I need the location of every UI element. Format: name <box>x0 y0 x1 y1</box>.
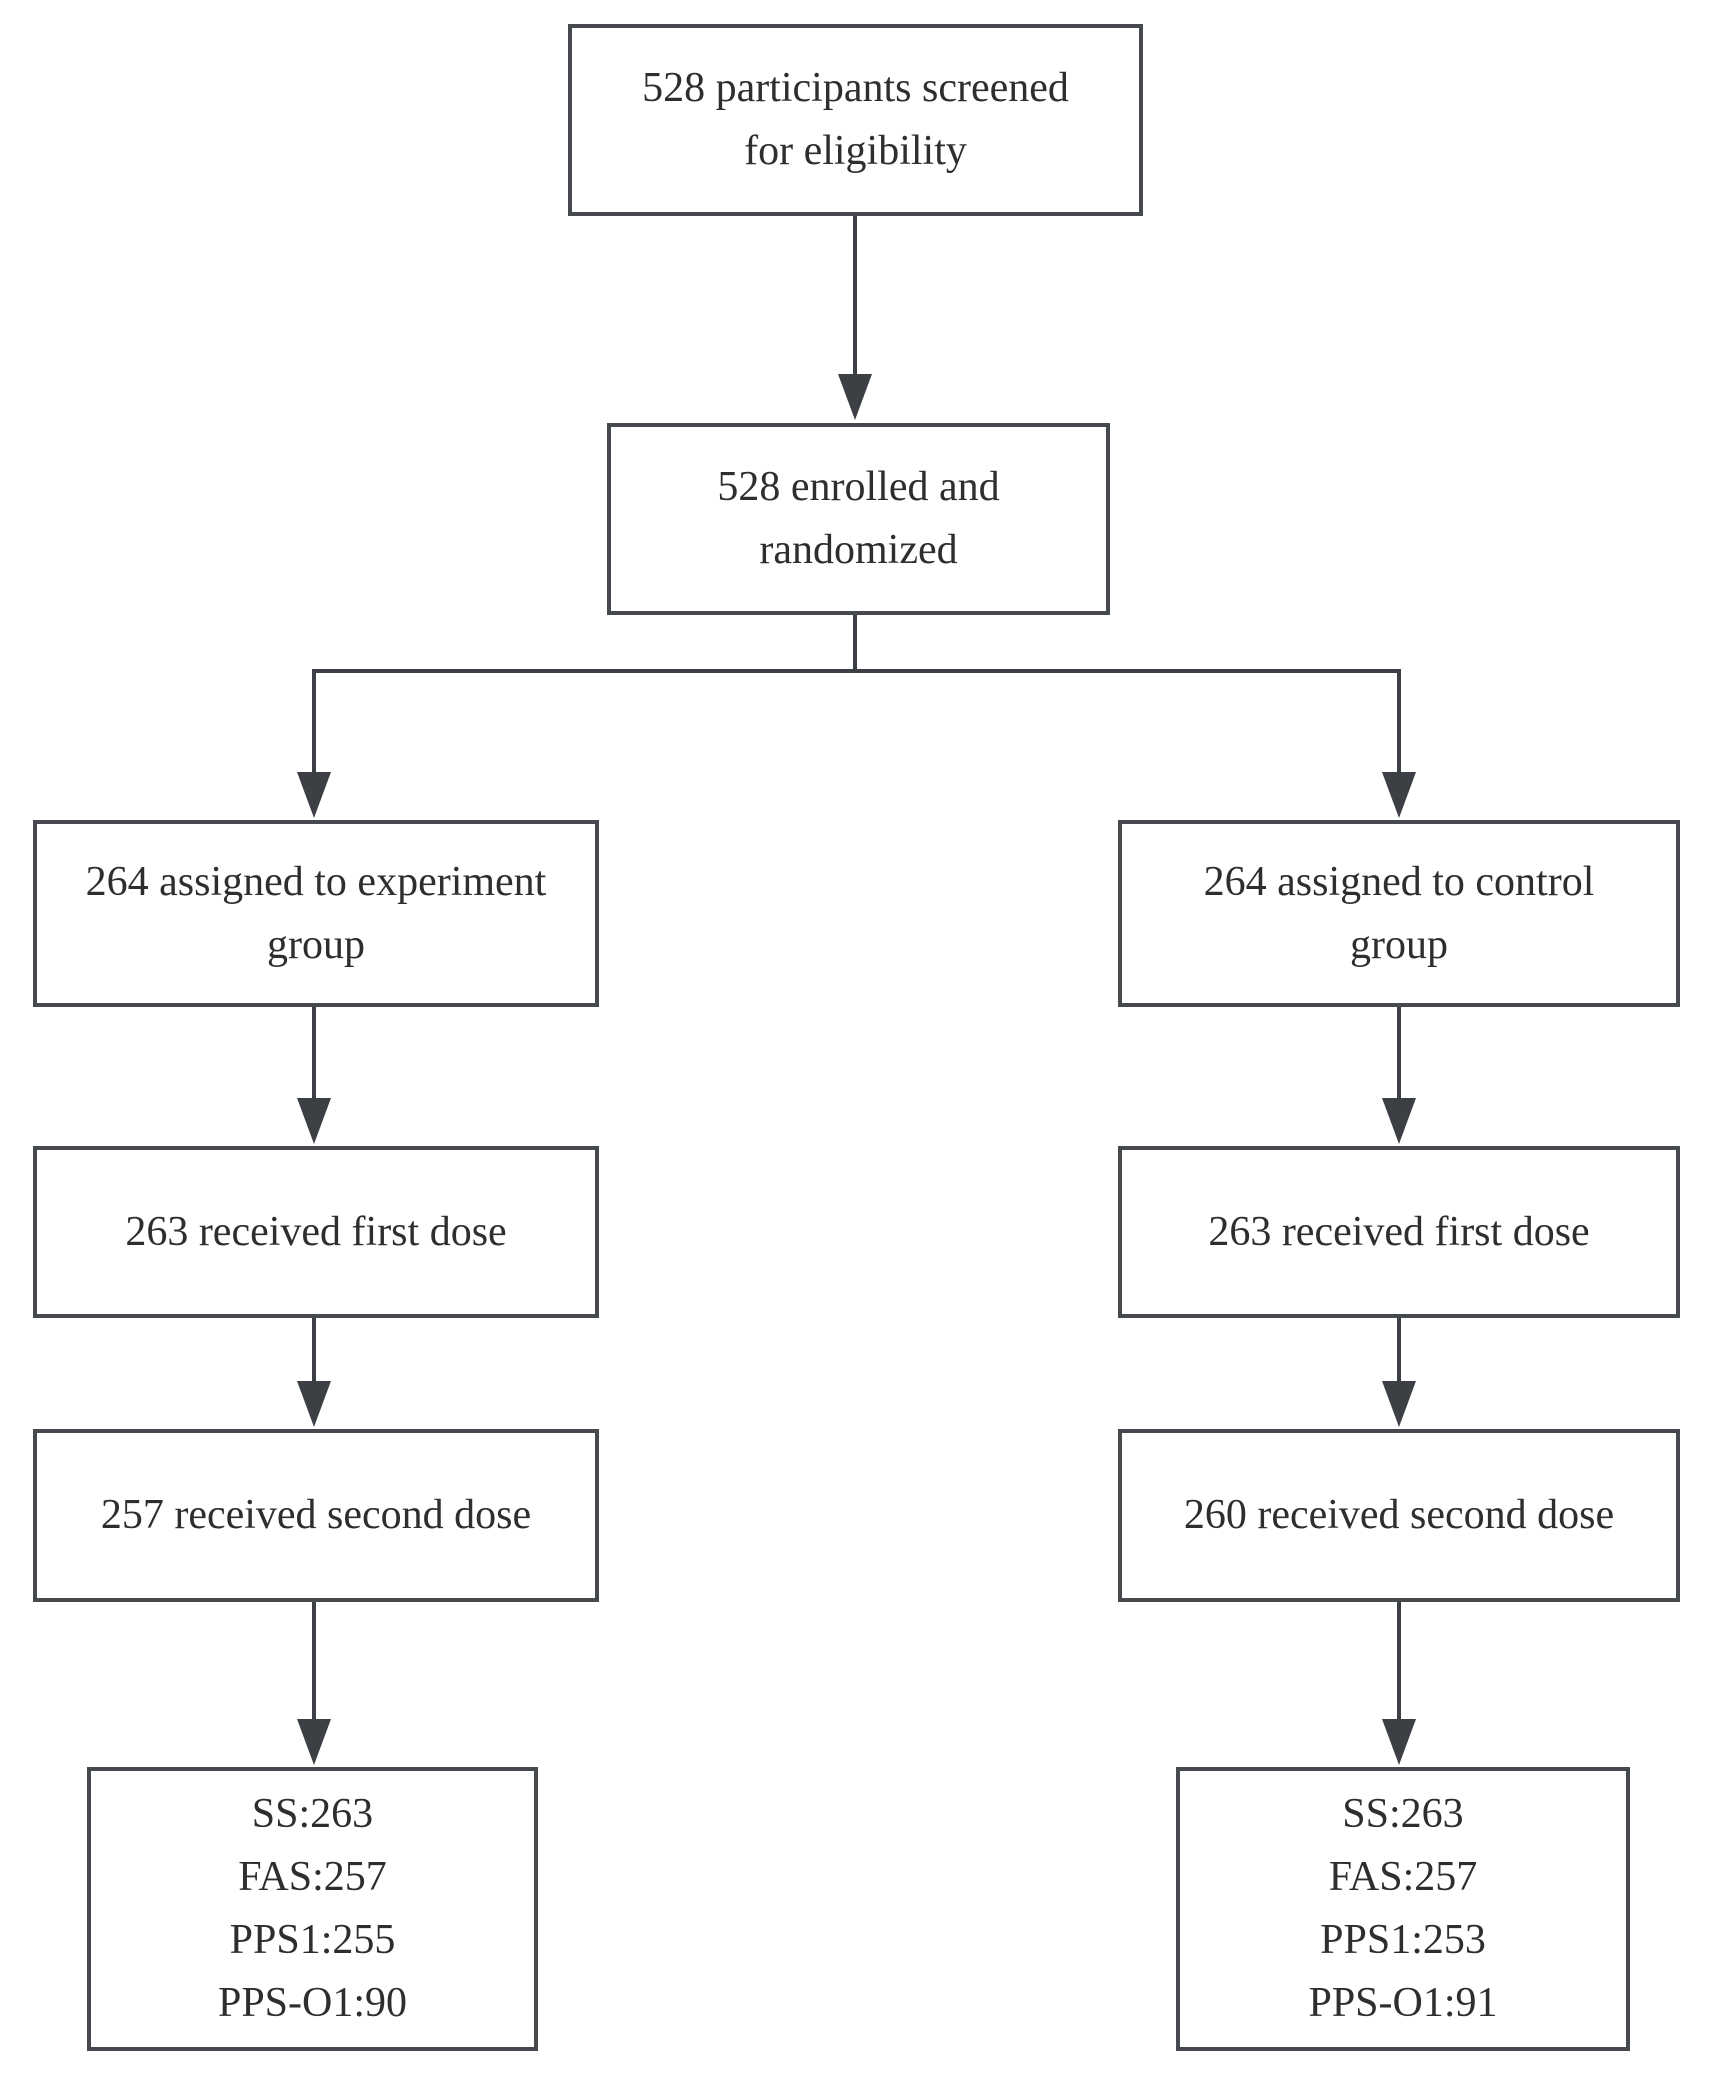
node-text: 263 received first dose <box>125 1208 507 1255</box>
arrow-down-icon <box>297 1719 331 1765</box>
node-experiment-second-dose: 257 received second dose <box>33 1429 599 1602</box>
node-text: group <box>267 921 365 968</box>
arrow-down-icon <box>1382 1381 1416 1427</box>
node-experiment-first-dose: 263 received first dose <box>33 1146 599 1318</box>
node-text: group <box>1350 921 1448 968</box>
arrow-down-icon <box>1382 1098 1416 1144</box>
node-text: 528 enrolled and <box>717 464 1000 510</box>
node-text: for eligibility <box>744 128 967 174</box>
arrow-down-icon <box>838 374 872 420</box>
arrow-down-icon <box>297 772 331 818</box>
node-text: PPS1:255 <box>229 1917 396 1963</box>
node-control-assigned: 264 assigned to control group <box>1118 820 1680 1007</box>
node-control-analysis-sets: SS:263 FAS:257 PPS1:253 PPS-O1:91 <box>1176 1767 1630 2051</box>
node-text: FAS:257 <box>238 1854 387 1900</box>
node-text: PPS1:253 <box>1320 1917 1486 1963</box>
connector-line <box>853 615 857 673</box>
node-experiment-assigned: 264 assigned to experiment group <box>33 820 599 1007</box>
node-text: 260 received second dose <box>1183 1492 1615 1538</box>
connector-line <box>312 669 316 774</box>
node-text: PPS-O1:91 <box>1308 1980 1498 2026</box>
node-screened: 528 participants screened for eligibilit… <box>568 24 1143 216</box>
connector-line <box>312 1602 316 1721</box>
node-control-first-dose: 263 received first dose <box>1118 1146 1680 1318</box>
node-text: 264 assigned to control <box>1203 858 1595 905</box>
node-text: randomized <box>759 527 958 573</box>
branch-line <box>312 669 1401 673</box>
connector-line <box>312 1318 316 1383</box>
node-experiment-analysis-sets: SS:263 FAS:257 PPS1:255 PPS-O1:90 <box>87 1767 538 2051</box>
connector-line <box>1397 1318 1401 1383</box>
arrow-down-icon <box>297 1381 331 1427</box>
connector-line <box>1397 669 1401 774</box>
node-enrolled: 528 enrolled and randomized <box>607 423 1110 615</box>
connector-line <box>1397 1007 1401 1100</box>
connector-line <box>312 1007 316 1100</box>
node-text: 263 received first dose <box>1208 1208 1590 1255</box>
node-control-second-dose: 260 received second dose <box>1118 1429 1680 1602</box>
node-text: SS:263 <box>1342 1791 1464 1837</box>
arrow-down-icon <box>297 1098 331 1144</box>
node-text: PPS-O1:90 <box>217 1980 408 2026</box>
node-text: 264 assigned to experiment <box>85 858 547 905</box>
connector-line <box>1397 1602 1401 1721</box>
node-text: FAS:257 <box>1328 1854 1478 1900</box>
node-text: SS:263 <box>251 1791 374 1837</box>
node-text: 257 received second dose <box>100 1492 532 1538</box>
connector-line <box>853 216 857 376</box>
arrow-down-icon <box>1382 772 1416 818</box>
node-text: 528 participants screened <box>642 65 1069 111</box>
arrow-down-icon <box>1382 1719 1416 1765</box>
